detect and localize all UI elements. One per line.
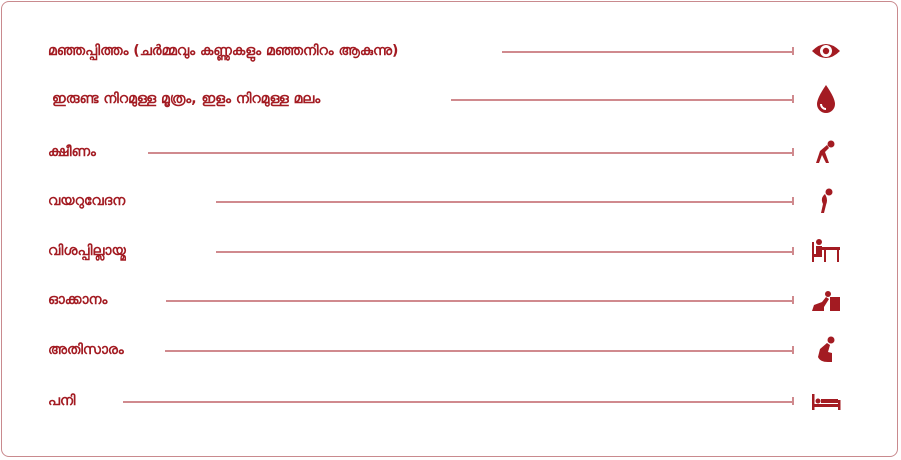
- tired-person-icon: [808, 137, 844, 167]
- symptom-row-loss-of-appetite: വിശപ്പില്ലായ്മ: [0, 236, 901, 266]
- bed-icon: [808, 386, 844, 416]
- symptom-label: ക്ഷീണം: [48, 144, 96, 160]
- connector-tick: [792, 47, 794, 55]
- connector-line: [148, 152, 793, 154]
- connector-tick: [792, 148, 794, 156]
- connector-line: [123, 401, 793, 403]
- connector-line: [165, 350, 793, 352]
- connector-tick: [792, 397, 794, 405]
- symptom-label: പനി: [48, 393, 76, 409]
- stomach-pain-icon: [808, 186, 844, 216]
- connector-line: [166, 300, 793, 302]
- connector-tick: [792, 95, 794, 103]
- symptom-row-urine-stool: ഇരുണ്ട നിറമുള്ള മൂത്രം, ഇളം നിറമുള്ള മലം: [0, 84, 901, 114]
- symptom-label: മഞ്ഞപ്പിത്തം (ചർമ്മവും കണ്ണുകളും മഞ്ഞനിറ…: [48, 43, 399, 59]
- symptom-row-fever: പനി: [0, 386, 901, 416]
- no-appetite-icon: [808, 236, 844, 266]
- connector-tick: [792, 247, 794, 255]
- symptom-row-abdominal-pain: വയറുവേദന: [0, 186, 901, 216]
- symptom-label: ഇരുണ്ട നിറമുള്ള മൂത്രം, ഇളം നിറമുള്ള മലം: [52, 91, 321, 107]
- symptom-row-diarrhea: അതിസാരം: [0, 335, 901, 365]
- diarrhea-icon: [808, 335, 844, 365]
- symptom-label: വിശപ്പില്ലായ്മ: [48, 243, 126, 259]
- connector-line: [216, 201, 793, 203]
- symptom-label: ഓക്കാനം: [48, 292, 108, 308]
- symptom-row-jaundice: മഞ്ഞപ്പിത്തം (ചർമ്മവും കണ്ണുകളും മഞ്ഞനിറ…: [0, 36, 901, 66]
- connector-line: [451, 99, 793, 101]
- drop-icon: [808, 84, 844, 114]
- connector-tick: [792, 346, 794, 354]
- vomiting-icon: [808, 285, 844, 315]
- connector-tick: [792, 296, 794, 304]
- symptom-row-fatigue: ക്ഷീണം: [0, 137, 901, 167]
- connector-line: [502, 51, 793, 53]
- symptom-label: വയറുവേദന: [48, 193, 126, 209]
- connector-line: [216, 251, 793, 253]
- connector-tick: [792, 197, 794, 205]
- eye-icon: [808, 36, 844, 66]
- symptom-label: അതിസാരം: [48, 342, 124, 358]
- symptom-row-nausea: ഓക്കാനം: [0, 285, 901, 315]
